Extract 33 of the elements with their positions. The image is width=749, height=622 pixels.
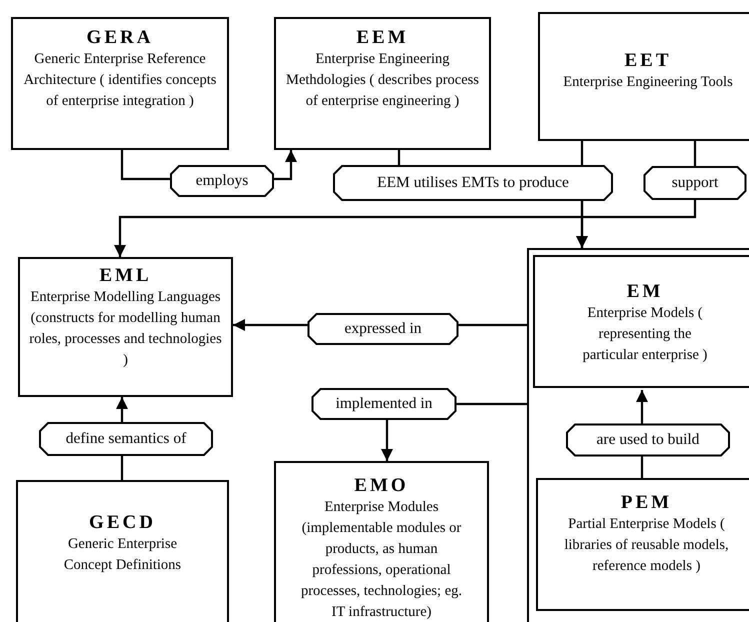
node-description: Partial Enterprise Models ( libraries of reusable models, reference models ) <box>563 515 730 576</box>
entity-box <box>16 480 229 622</box>
entity-box <box>533 255 749 388</box>
node-description: Enterprise Models ( representing the particular enterprise ) <box>582 304 708 365</box>
node-title: EMO <box>354 475 409 497</box>
arrow <box>114 141 696 257</box>
node-title: PEM <box>620 492 672 514</box>
edge-label: employs <box>196 172 248 190</box>
edge-label: implemented in <box>336 395 432 413</box>
node-description: Enterprise Modelling Languages (constructs for modelling human roles, processes and technologies ) <box>28 288 223 370</box>
edge-label: expressed in <box>344 320 422 338</box>
node-title: GERA <box>86 27 154 49</box>
entity-box <box>274 461 489 622</box>
node-description: Enterprise Engineering Tools <box>562 73 734 92</box>
edge-label: are used to build <box>596 431 700 449</box>
node-title: EM <box>626 281 664 303</box>
edge-label: support <box>672 174 718 192</box>
edge-label: EEM utilises EMTs to produce <box>377 174 569 192</box>
container-box <box>527 248 749 622</box>
node-description: Generic Enterprise Concept Definitions <box>62 535 182 575</box>
node-title: EML <box>99 265 152 287</box>
node-title: EET <box>624 50 672 72</box>
node-description: Generic Enterprise Reference Architecture ( identifies concepts of enterprise integration ) <box>22 50 218 111</box>
node-description: Enterprise Engineering Methdologies ( describes process of enterprise engineering ) <box>285 50 480 111</box>
entity-box <box>538 12 749 141</box>
edge-label: define semantics of <box>66 430 186 448</box>
node-title: EEM <box>356 27 409 49</box>
node-title: GECD <box>89 512 156 534</box>
node-description: Enterprise Modules (implementable modules or products, as human professions, operational processes, technologies; eg. IT infrastructure) <box>300 498 464 622</box>
entity-box <box>536 478 749 611</box>
entity-box <box>11 17 229 150</box>
entity-box <box>274 17 491 150</box>
entity-box <box>18 257 233 397</box>
